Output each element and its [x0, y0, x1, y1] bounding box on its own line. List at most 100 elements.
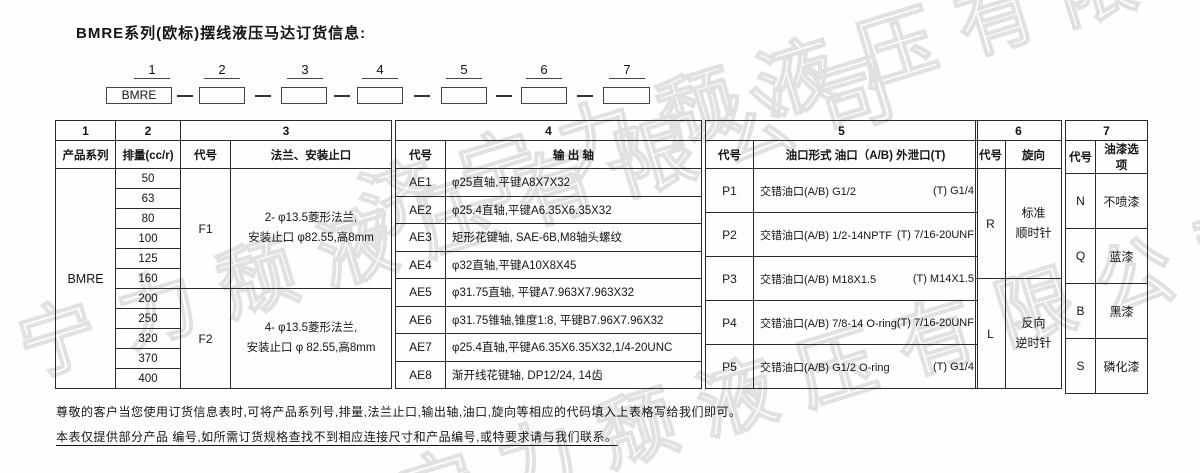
table-row: P3 交错油口(A/B) M18X1.5(T) M14X1.5 — [705, 256, 978, 301]
paint-code: S — [1065, 338, 1096, 394]
paint-desc: 磷化漆 — [1095, 338, 1148, 394]
port-drain: (T) 7/16-20UNF — [896, 228, 974, 241]
table-row: P5 交错油口(A/B) G1/2 O-ring(T) G1/4 — [705, 344, 978, 389]
port-drain: (T) G1/4 — [933, 360, 974, 373]
header-paint: 油漆选项 — [1095, 140, 1148, 174]
shaft-code: AE6 — [395, 305, 446, 334]
table-row: 200 F2 4- φ13.5菱形法兰, 安装止口 φ 82.55,高8mm — [56, 288, 392, 389]
table-section-oil-ports: 5 代号 油口形式 油口（A/B) 外泄口(T) P1 交错油口(A/B) G1… — [705, 120, 978, 389]
flange-desc-line2: 安装止口 φ 82.55,高8mm — [246, 341, 376, 354]
displacement-value: 63 — [115, 188, 181, 209]
code-box-3 — [281, 87, 327, 104]
table-row: 6 — [975, 120, 1062, 141]
header-product-series: 产品系列 — [55, 140, 116, 169]
port-drain: (T) 7/16-20UNF — [896, 316, 974, 329]
table-col-number-3: 3 — [180, 120, 392, 141]
table-row: 代号 油漆选项 — [1065, 140, 1148, 174]
position-number-2: 2 — [204, 62, 240, 79]
table-section-rotation: 6 代号 旋向 R 标准 顺时针 L 反向 逆时针 — [975, 120, 1062, 389]
table-row: L 反向 逆时针 — [975, 278, 1062, 389]
header-displacement: 排量(cc/r) — [115, 140, 181, 169]
connector-dash — [334, 95, 350, 97]
displacement-value: 250 — [115, 308, 181, 329]
flange-code: F2 — [180, 288, 231, 389]
position-number-4: 4 — [362, 62, 398, 79]
connector-dash — [577, 95, 593, 97]
connector-dash — [255, 95, 271, 97]
shaft-desc: φ25直轴,平键A8X7X32 — [445, 168, 702, 197]
shaft-code: AE8 — [395, 360, 446, 389]
paint-code: N — [1065, 173, 1096, 229]
table-row: 63 — [56, 188, 392, 209]
table-col-number-1: 1 — [55, 120, 116, 141]
shaft-desc: 渐开线花键轴, DP12/24, 14齿 — [445, 360, 702, 389]
header-output-shaft: 输 出 轴 — [445, 140, 702, 169]
position-number-6: 6 — [526, 62, 562, 79]
displacement-value: 200 — [115, 288, 181, 309]
rotation-code: L — [975, 278, 1006, 389]
connector-dash — [414, 95, 430, 97]
port-code: P1 — [705, 168, 754, 213]
footer-note-1: 尊敬的客户当您使用订货信息表时,可将产品系列号,排量,法兰止口,输出轴,油口,旋… — [56, 405, 742, 419]
displacement-value: 160 — [115, 268, 181, 289]
flange-desc-line2: 安装止口 φ82.55,高8mm — [248, 231, 374, 244]
flange-desc: 2- φ13.5菱形法兰, 安装止口 φ82.55,高8mm — [230, 168, 392, 289]
port-main: 交错油口(A/B) 7/8-14 O-ring — [760, 317, 897, 330]
table-col-number-7: 7 — [1065, 120, 1148, 141]
port-code: P2 — [705, 212, 754, 257]
code-box-4 — [357, 87, 403, 104]
paint-code: B — [1065, 283, 1096, 339]
table-col-number-5: 5 — [705, 120, 978, 141]
rotation-desc: 标准 顺时针 — [1005, 168, 1062, 279]
position-number-3: 3 — [287, 62, 323, 79]
header-rotation-code: 代号 — [975, 140, 1006, 169]
table-row: 代号 旋向 — [975, 140, 1062, 169]
table-row: 5 — [705, 120, 978, 141]
product-series-value: BMRE — [55, 168, 116, 389]
shaft-desc: φ31.75直轴, 平键A7.963X7.963X32 — [445, 278, 702, 307]
shaft-desc: φ32直轴,平键A10X8X45 — [445, 250, 702, 279]
code-box-6 — [521, 87, 567, 104]
table-row: 100 — [56, 228, 392, 249]
port-desc: 交错油口(A/B) 7/8-14 O-ring(T) 7/16-20UNF — [753, 300, 978, 345]
port-main: 交错油口(A/B) G1/2 — [760, 185, 856, 198]
flange-desc-line1: 4- φ13.5菱形法兰, — [264, 321, 358, 334]
table-row: 370 — [56, 348, 392, 369]
table-row: BMRE 50 F1 2- φ13.5菱形法兰, 安装止口 φ82.55,高8m… — [55, 168, 392, 389]
shaft-desc: 矩形花键轴, SAE-6B,M8轴头螺纹 — [445, 223, 702, 252]
footer-note-2: 本表仅提供部分产品 编号,如所需订货规格查找不到相应连接尺寸和产品编号,或特要求… — [56, 430, 618, 444]
connector-dash — [496, 95, 512, 97]
shaft-code: AE3 — [395, 223, 446, 252]
header-rotation: 旋向 — [1005, 140, 1062, 169]
shaft-code: AE1 — [395, 168, 446, 197]
position-number-5: 5 — [446, 62, 482, 79]
table-row: 7 — [1065, 120, 1148, 141]
table-col-number-6: 6 — [975, 120, 1062, 141]
shaft-desc: φ25.4直轴,平键A6.35X6.35X32,1/4-20UNC — [445, 333, 702, 362]
rotation-desc-line1: 反向 — [1021, 316, 1046, 331]
port-code: P4 — [705, 300, 754, 345]
table-row: P1 交错油口(A/B) G1/2(T) G1/4 — [705, 168, 978, 213]
port-desc: 交错油口(A/B) G1/2(T) G1/4 — [753, 168, 978, 213]
paint-desc: 蓝漆 — [1095, 228, 1148, 284]
displacement-value: 320 — [115, 328, 181, 349]
port-desc: 交错油口(A/B) 1/2-14NPTF(T) 7/16-20UNF — [753, 212, 978, 257]
port-main: 交错油口(A/B) 1/2-14NPTF — [760, 229, 893, 242]
rotation-desc: 反向 逆时针 — [1005, 278, 1062, 389]
rotation-desc-line1: 标准 — [1021, 206, 1046, 221]
displacement-value: 100 — [115, 228, 181, 249]
port-code: P5 — [705, 344, 754, 389]
header-port-code: 代号 — [705, 140, 754, 169]
header-port-type: 油口形式 油口（A/B) 外泄口(T) — [753, 140, 978, 169]
position-number-7: 7 — [609, 62, 645, 79]
header-flange-code: 代号 — [180, 140, 231, 169]
paint-code: Q — [1065, 228, 1096, 284]
